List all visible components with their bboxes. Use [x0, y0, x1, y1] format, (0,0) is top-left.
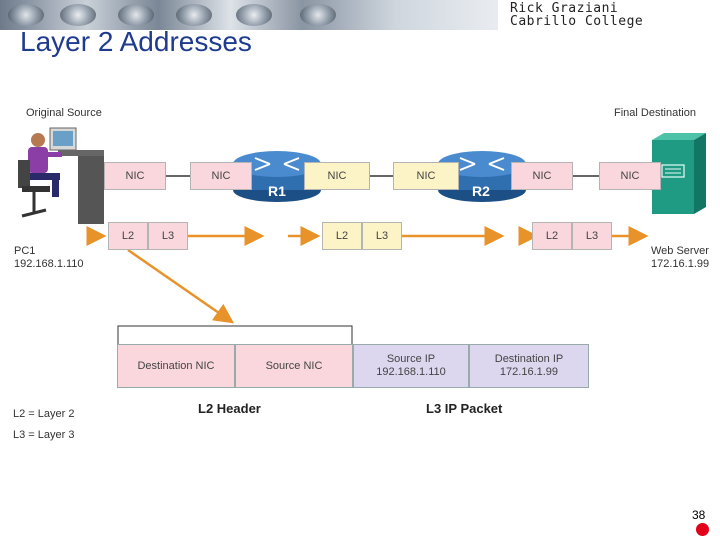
- l3-box: L3: [148, 222, 188, 250]
- final-destination-label: Final Destination: [614, 107, 696, 119]
- page-number: 38: [692, 508, 706, 522]
- nic-box: NIC: [104, 162, 166, 190]
- nic-box: NIC: [393, 162, 459, 190]
- red-dot-icon: [696, 523, 709, 536]
- l2-header-label: L2 Header: [198, 401, 261, 416]
- expand-arrow: [127, 248, 235, 324]
- brand-block: Rick Graziani Cabrillo College: [498, 0, 720, 30]
- header-banner: Rick Graziani Cabrillo College: [0, 0, 720, 30]
- frame-source-ip: Source IP 192.168.1.110: [353, 344, 469, 388]
- brand-name: Rick Graziani: [510, 1, 619, 16]
- l3-packet-label: L3 IP Packet: [426, 401, 503, 416]
- frame-destination-ip: Destination IP 172.16.1.99: [469, 344, 589, 388]
- l3-box: L3: [572, 222, 612, 250]
- nic-box: NIC: [190, 162, 252, 190]
- nic-box: NIC: [304, 162, 370, 190]
- gear-decoration-icon: [236, 4, 272, 26]
- original-source-label: Original Source: [26, 107, 102, 119]
- legend-l2: L2 = Layer 2: [13, 408, 75, 420]
- gear-decoration-icon: [118, 4, 154, 26]
- l2-bracket: [117, 325, 353, 344]
- gear-decoration-icon: [300, 4, 336, 26]
- gear-decoration-icon: [176, 4, 212, 26]
- l2-box: L2: [108, 222, 148, 250]
- brand-college: Cabrillo College: [510, 14, 644, 29]
- l3-box: L3: [362, 222, 402, 250]
- slide-title: Layer 2 Addresses: [20, 26, 252, 57]
- frame-source-nic: Source NIC: [235, 344, 353, 388]
- router-r2-label: R2: [472, 183, 490, 199]
- l2-box: L2: [532, 222, 572, 250]
- router-r1-label: R1: [268, 183, 286, 199]
- l2-box: L2: [322, 222, 362, 250]
- nic-box: NIC: [511, 162, 573, 190]
- frame-destination-nic: Destination NIC: [117, 344, 235, 388]
- gear-decoration-icon: [8, 4, 44, 26]
- nic-box: NIC: [599, 162, 661, 190]
- computer-user-icon: [18, 127, 104, 224]
- web-server-label: Web Server 172.16.1.99: [651, 245, 710, 270]
- gear-decoration-icon: [60, 4, 96, 26]
- pc1-label: PC1 192.168.1.110: [14, 245, 84, 270]
- legend-l3: L3 = Layer 3: [13, 429, 75, 441]
